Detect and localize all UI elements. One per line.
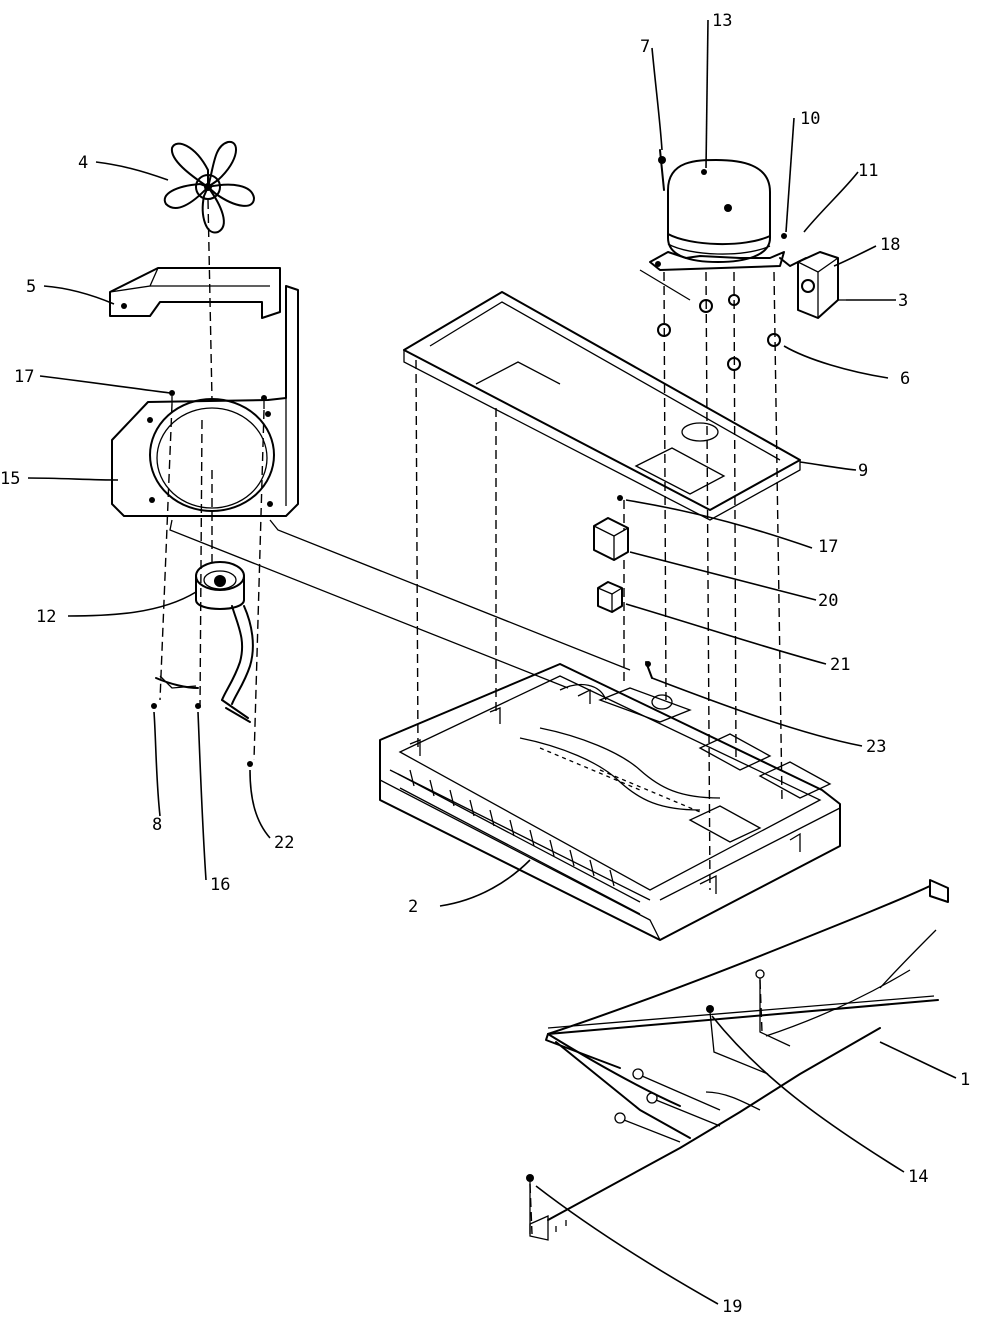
callout-label: 20 [818,591,838,611]
fan-mounting-bracket [111,285,299,517]
alignment-lines [159,199,783,1235]
louvers [397,769,641,915]
callout-label: 4 [78,153,88,173]
capacitor [593,495,629,561]
callout-label: 17 [818,537,838,557]
callout-label: 21 [830,655,850,675]
base-pan [379,663,841,941]
callout-label: 9 [858,461,868,481]
callout-labels: 1 2 3 4 5 6 7 8 9 10 11 12 13 14 15 16 1… [0,11,970,1317]
overload-clip [645,661,653,679]
callout-label: 17 [14,367,34,387]
callout-label: 6 [900,369,910,389]
grommet [657,294,781,371]
callout-label: 12 [36,607,56,627]
callout-label: 16 [210,875,230,895]
leader-lines [27,19,957,1305]
callout-label: 2 [408,897,418,917]
fan-shroud [109,267,281,319]
callout-label: 13 [712,11,732,31]
callout-label: 14 [908,1167,928,1187]
compressor [649,149,785,271]
start-relay [797,251,846,319]
overload-protector [779,233,807,267]
screw [169,390,267,409]
fan-motor [151,561,254,767]
callout-label: 23 [866,737,886,757]
callout-label: 22 [274,833,294,853]
callout-label: 1 [960,1070,970,1090]
callout-label: 8 [152,815,162,835]
callout-label: 7 [640,37,650,57]
callout-label: 19 [722,1297,742,1317]
callout-label: 18 [880,235,900,255]
callout-label: 11 [858,161,878,181]
fan-blade [163,140,255,234]
callout-label: 3 [898,291,908,311]
machine-compartment-cover [403,269,801,521]
callout-label: 10 [800,109,820,129]
callout-label: 15 [0,469,20,489]
wiring-harness [526,879,949,1241]
relay [597,581,623,613]
callout-label: 5 [26,277,36,297]
